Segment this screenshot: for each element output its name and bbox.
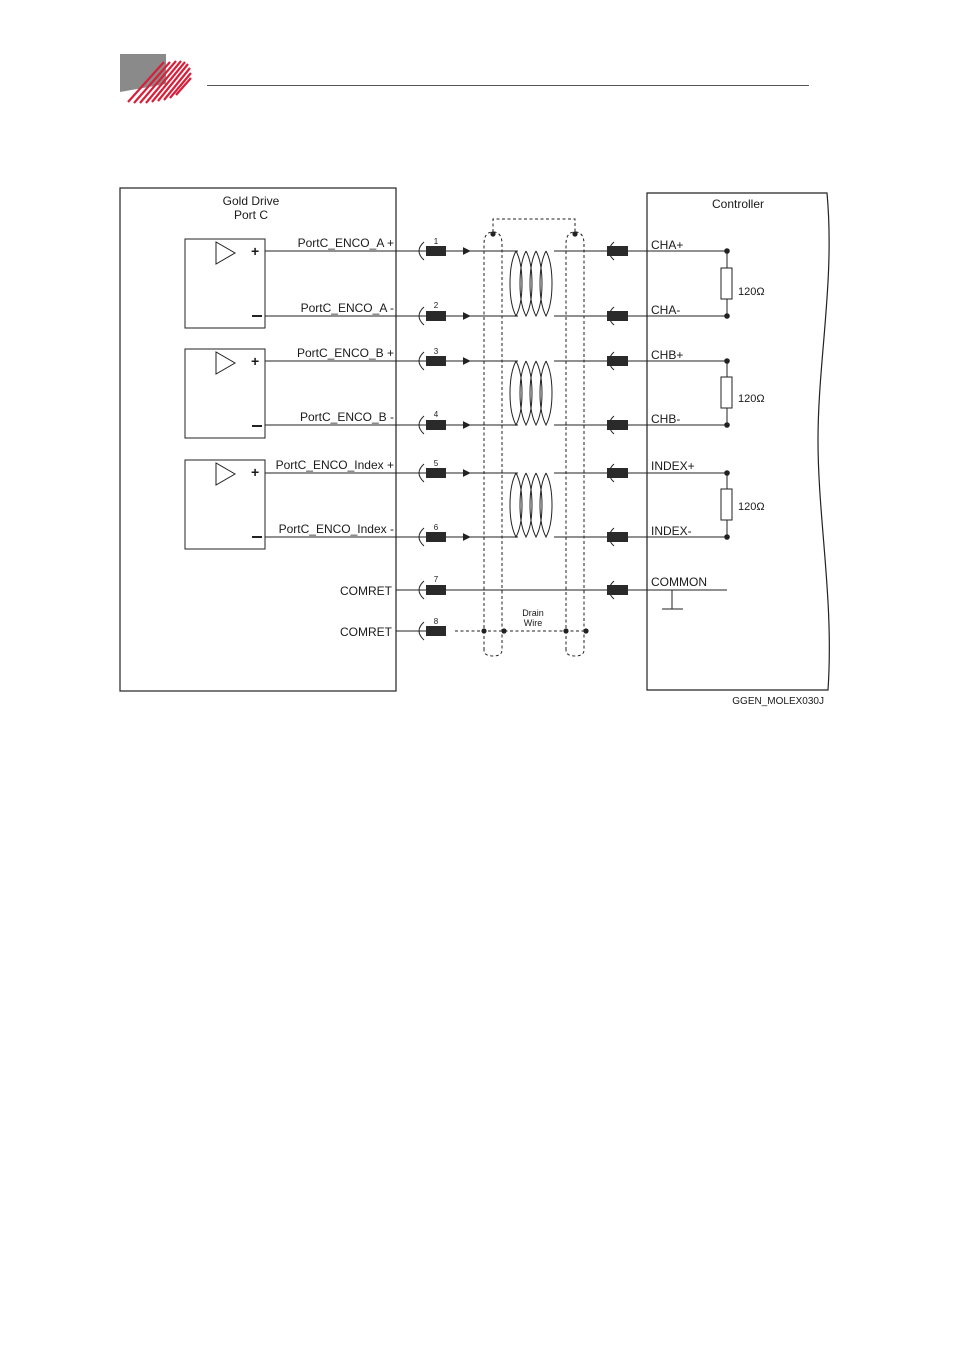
connector-pin: [426, 585, 446, 595]
connector-pin: [426, 311, 446, 321]
drive-title-line1: Gold Drive: [223, 194, 280, 208]
connector-pin: [607, 420, 628, 430]
connector-pin: [426, 626, 446, 636]
drive-title-line2: Port C: [234, 208, 268, 222]
drain-label-line1: Drain: [522, 608, 544, 618]
pin-number: 6: [434, 523, 439, 532]
svg-text:+: +: [251, 353, 259, 369]
drive-signal-label: COMRET: [340, 584, 393, 598]
pin-number: 2: [434, 301, 439, 310]
controller-title: Controller: [712, 197, 764, 211]
controller-signal-label: CHB-: [651, 412, 680, 426]
resistor-label: 120Ω: [738, 286, 765, 298]
drain-label-line2: Wire: [524, 618, 543, 628]
controller-signal-label: CHA+: [651, 238, 683, 252]
pin-number: 4: [434, 410, 439, 419]
pin-number: 3: [434, 347, 439, 356]
drive-internal-wires: [265, 251, 396, 537]
wiring-diagram: Gold Drive Port C Controller + + + PortC…: [0, 0, 955, 720]
connector-pin: [426, 468, 446, 478]
controller-signal-label: CHB+: [651, 348, 683, 362]
twisted-pair: [510, 251, 552, 316]
controller-signal-label: COMMON: [651, 575, 707, 589]
connector-pin: [426, 532, 446, 542]
drive-signal-label: PortC_ENCO_Index +: [276, 458, 394, 472]
drive-box: [120, 188, 396, 691]
connector-pin: [607, 311, 628, 321]
controller-box: [647, 193, 829, 690]
controller-signal-label: INDEX+: [651, 459, 695, 473]
connector-pin: [607, 246, 628, 256]
connector-pin: [607, 532, 628, 542]
controller-signal-label: CHA-: [651, 303, 680, 317]
drive-signal-label: COMRET: [340, 625, 393, 639]
drive-signal-label: PortC_ENCO_A +: [298, 236, 394, 250]
connector-pin: [426, 356, 446, 366]
svg-text:+: +: [251, 243, 259, 259]
connector-pin: [426, 420, 446, 430]
shield-junctions: [481, 231, 588, 633]
ground-icon: [628, 590, 683, 609]
connector-pin: [607, 468, 628, 478]
pin-number: 5: [434, 459, 439, 468]
figure-id: GGEN_MOLEX030J: [732, 696, 824, 707]
driver-block-a: +: [185, 239, 265, 328]
connector-pin: [607, 585, 628, 595]
pin-number: 1: [434, 237, 439, 246]
svg-text:+: +: [251, 464, 259, 480]
drive-signal-label: PortC_ENCO_B -: [300, 410, 394, 424]
driver-block-index: +: [185, 460, 265, 549]
driver-block-b: +: [185, 349, 265, 438]
resistor-label: 120Ω: [738, 393, 765, 405]
resistor-label: 120Ω: [738, 501, 765, 513]
drive-signal-label: PortC_ENCO_B +: [297, 346, 394, 360]
pin-number: 7: [434, 575, 439, 584]
drive-signal-label: PortC_ENCO_A -: [301, 301, 394, 315]
drive-signal-label: PortC_ENCO_Index -: [279, 522, 394, 536]
connector-pin: [607, 356, 628, 366]
twisted-pair: [510, 361, 552, 425]
connector-pin: [426, 246, 446, 256]
controller-signal-label: INDEX-: [651, 524, 692, 538]
termination-resistors: [721, 251, 732, 537]
twisted-pair: [510, 473, 552, 537]
pin-number: 8: [434, 617, 439, 626]
